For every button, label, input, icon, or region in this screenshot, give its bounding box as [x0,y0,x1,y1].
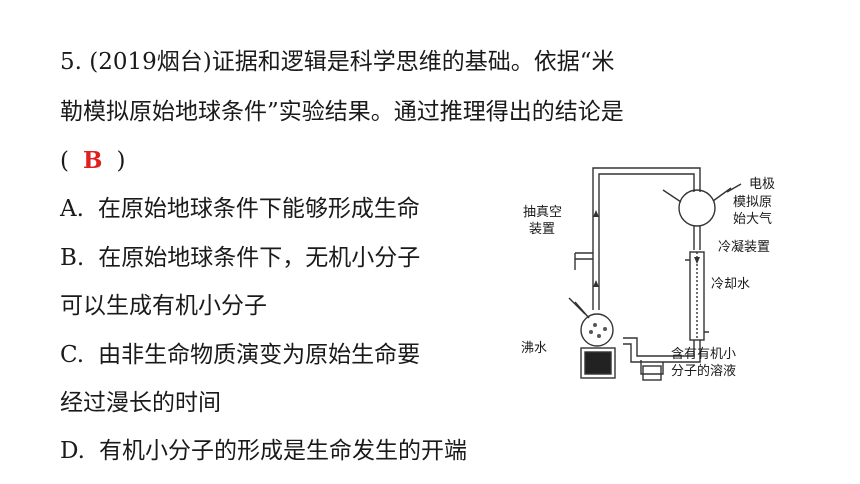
miller-experiment-diagram: 抽真空 装置 电极 模拟原 始大气 冷凝装置 冷却水 沸水 含有有机小 分子的溶… [521,167,775,381]
option-a: A. 在原始地球条件下能够形成生命 [60,194,420,224]
atmosphere-sphere [678,189,716,227]
label-atmosphere-2: 始大气 [733,211,772,227]
label-solution-1: 含有有机小 [671,346,736,362]
label-cooling-water: 冷却水 [711,277,750,292]
option-a-text: 在原始地球条件下能够形成生命 [97,196,420,222]
label-vacuum-1: 抽真空 [523,205,562,220]
trap [640,360,664,375]
answer-letter: B [82,147,103,174]
top-tube [592,167,701,310]
option-b-text-1: 在原始地球条件下，无机小分子 [98,245,421,271]
option-b: B. 在原始地球条件下，无机小分子 [60,243,420,273]
option-b-letter: B. [60,245,85,271]
option-b-continued: 可以生成有机小分子 [60,293,267,319]
answer-line: ( B) [60,146,125,176]
option-c: C. 由非生命物质演变为原始生命要 [60,340,420,370]
label-electrode: 电极 [749,177,775,192]
question-line-2: 勒模拟原始地球条件”实验结果。通过推理得出的结论是 [60,99,624,125]
return-tube [623,337,695,357]
option-c-letter: C. [60,342,85,368]
option-c-continued: 经过漫长的时间 [60,390,221,416]
label-condenser: 冷凝装置 [718,239,770,255]
boiling-flask [580,313,614,347]
question-line-1: 5. (2019烟台)证据和逻辑是科学思维的基础。依据“米 [60,49,615,75]
electrode-right [712,187,732,202]
paren-close: ) [116,148,126,174]
electrode-left [662,189,682,203]
heater [580,347,616,379]
option-c-text-1: 由非生命物质演变为原始生命要 [98,342,421,368]
paren-open: ( [60,148,69,174]
option-d-text: 有机小分子的形成是生命发生的开端 [98,438,467,464]
label-vacuum-2: 装置 [529,222,555,237]
label-atmosphere-1: 模拟原 [733,195,772,210]
label-solution-2: 分子的溶液 [671,363,736,379]
option-d: D. 有机小分子的形成是生命发生的开端 [60,436,467,466]
label-boiling-water: 沸水 [521,341,547,356]
option-d-letter: D. [60,438,85,464]
option-a-letter: A. [60,196,84,222]
